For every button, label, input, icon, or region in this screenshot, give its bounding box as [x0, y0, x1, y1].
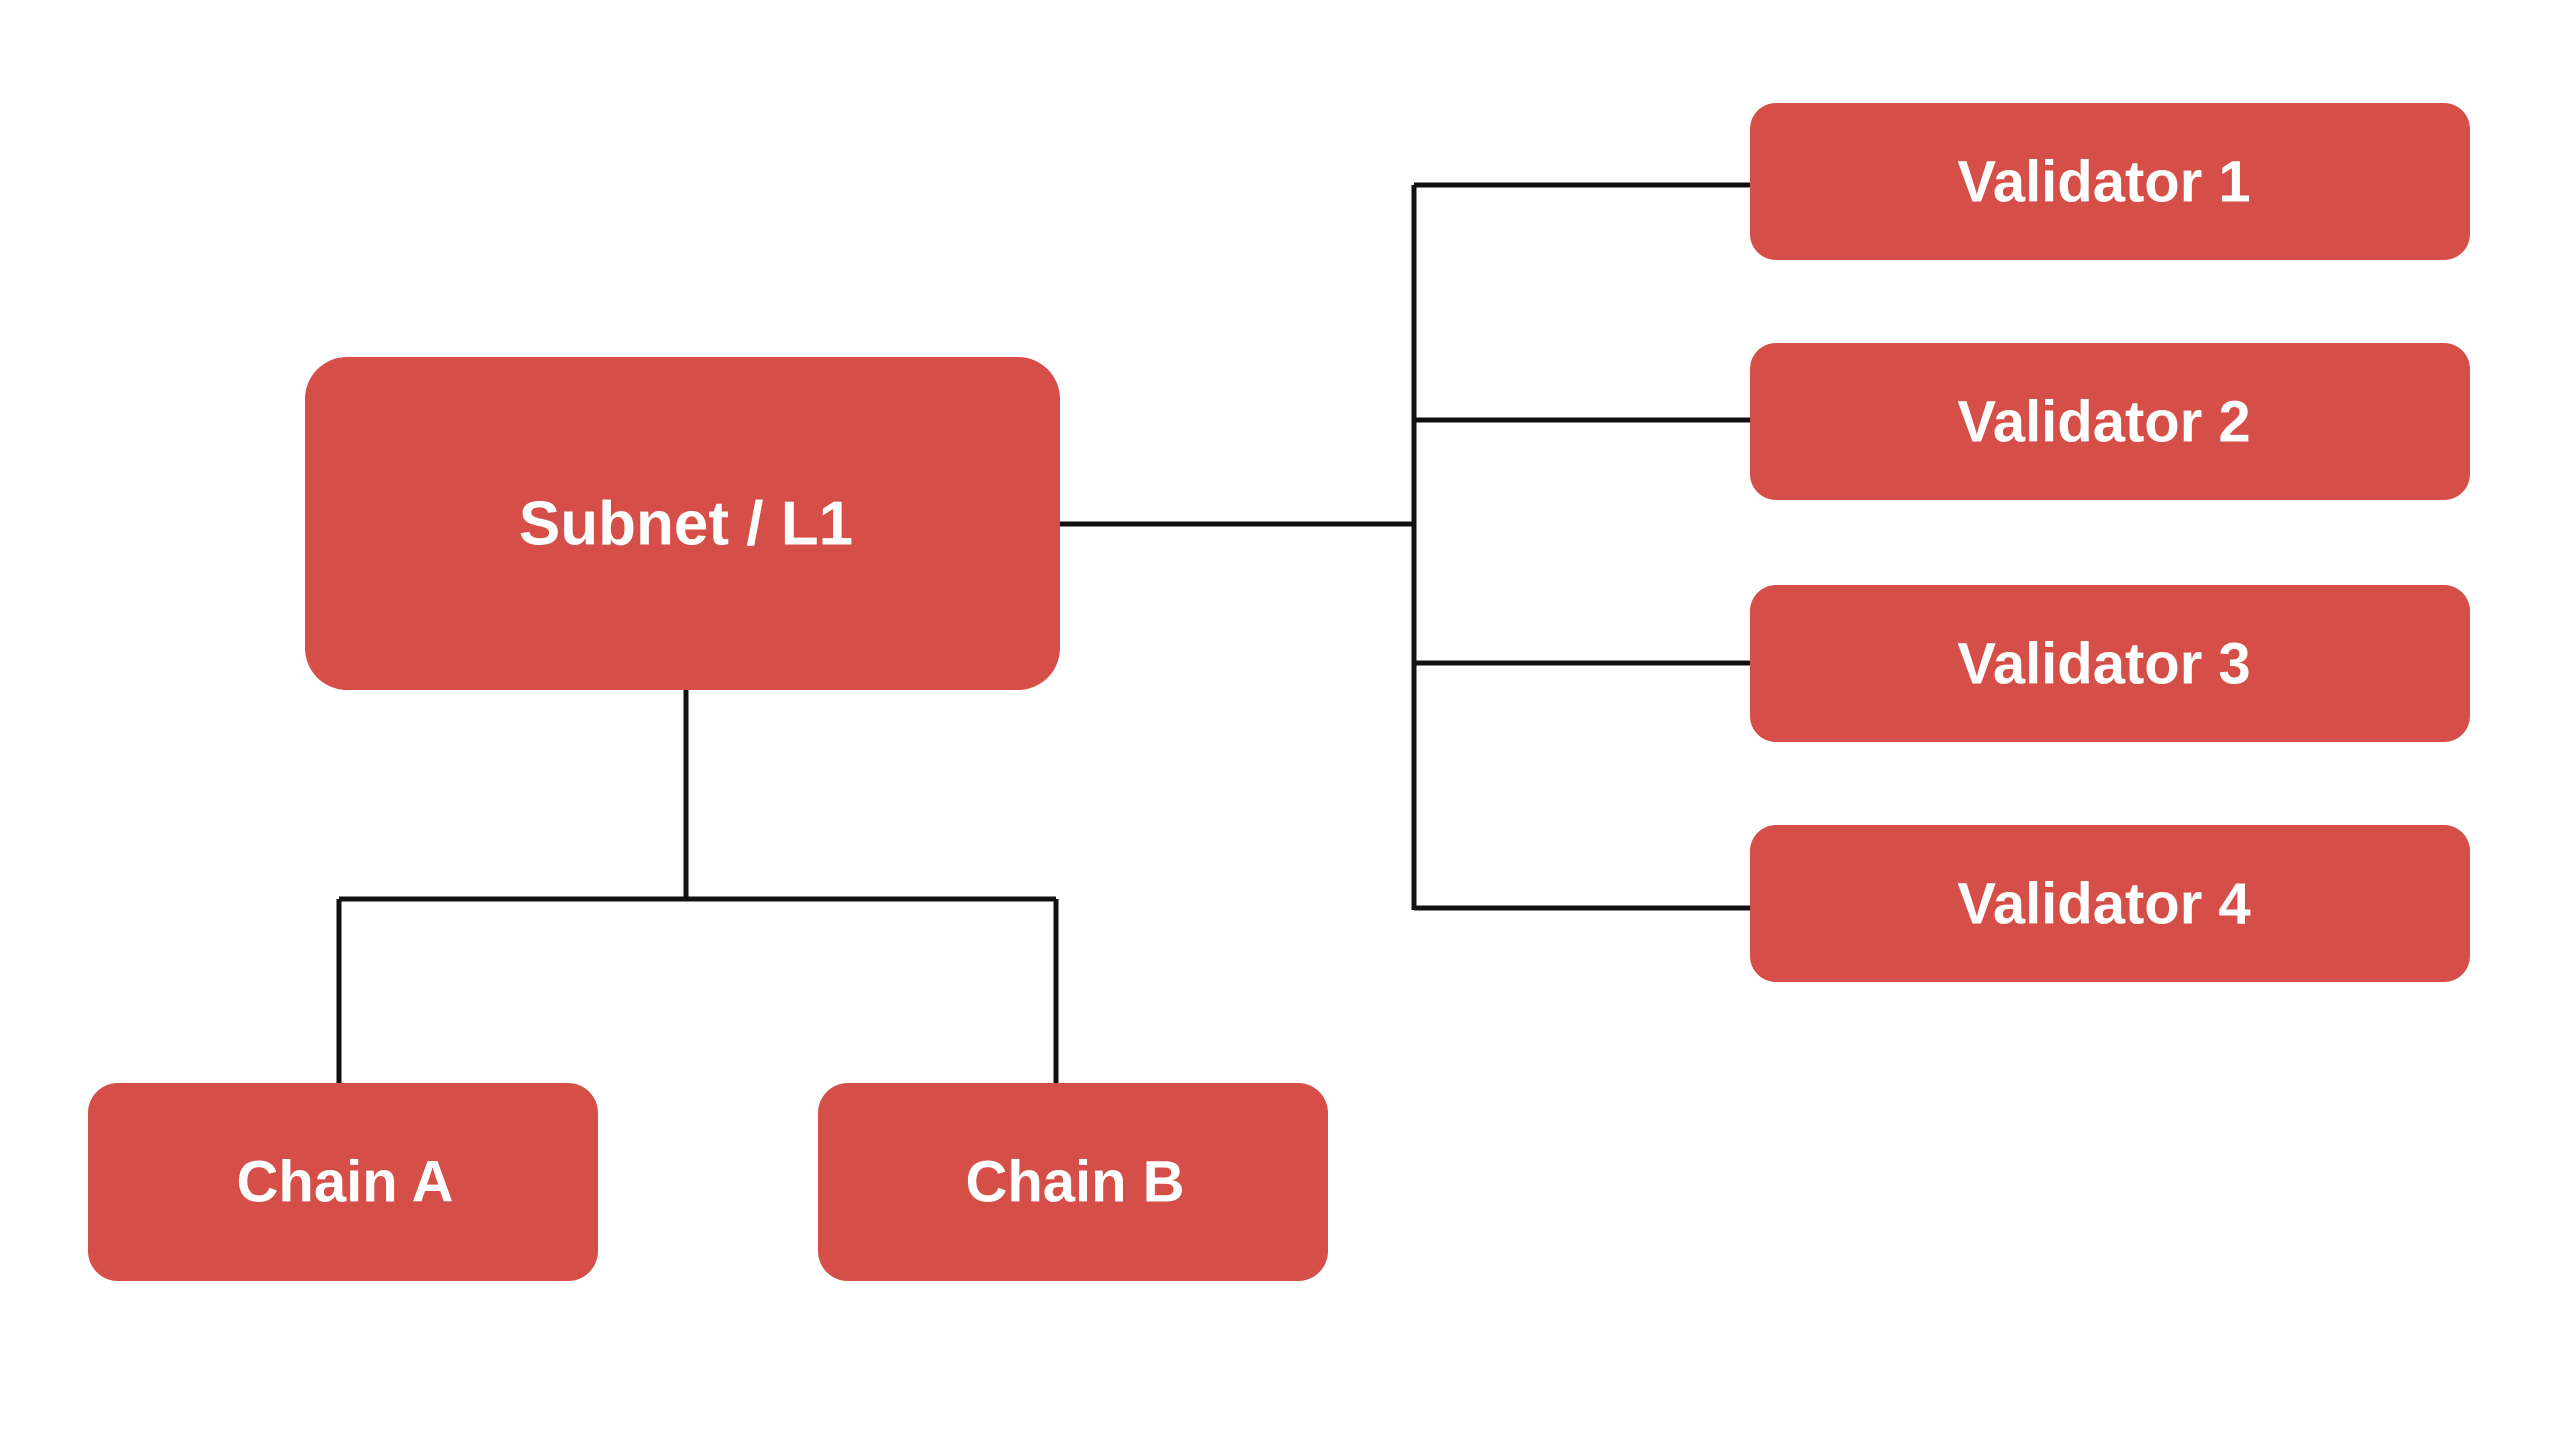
node-validator-1[interactable]: Validator 1: [1750, 103, 2470, 260]
node-validator-4-shape: [1750, 825, 2470, 982]
node-validator-4-label: Validator 4: [1957, 871, 2250, 936]
node-chain-a-label: Chain A: [237, 1149, 454, 1214]
node-validator-4[interactable]: Validator 4: [1750, 825, 2470, 982]
node-chain-a-shape: [88, 1083, 598, 1281]
node-validator-3-label: Validator 3: [1957, 631, 2250, 696]
node-subnet-l1-label: Subnet / L1: [519, 489, 853, 558]
node-validator-3[interactable]: Validator 3: [1750, 585, 2470, 742]
node-subnet-l1[interactable]: Subnet / L1: [305, 357, 1060, 690]
node-chain-b[interactable]: Chain B: [818, 1083, 1328, 1281]
node-subnet-l1-shape: [305, 357, 1060, 690]
node-chain-b-label: Chain B: [965, 1149, 1184, 1214]
node-chain-b-shape: [818, 1083, 1328, 1281]
node-validator-2[interactable]: Validator 2: [1750, 343, 2470, 500]
node-validator-2-label: Validator 2: [1957, 389, 2250, 454]
node-validator-3-shape: [1750, 585, 2470, 742]
node-chain-a[interactable]: Chain A: [88, 1083, 598, 1281]
node-validator-1-label: Validator 1: [1957, 149, 2250, 214]
node-validator-2-shape: [1750, 343, 2470, 500]
connectors-group: [336, 182, 1752, 1086]
node-validator-1-shape: [1750, 103, 2470, 260]
